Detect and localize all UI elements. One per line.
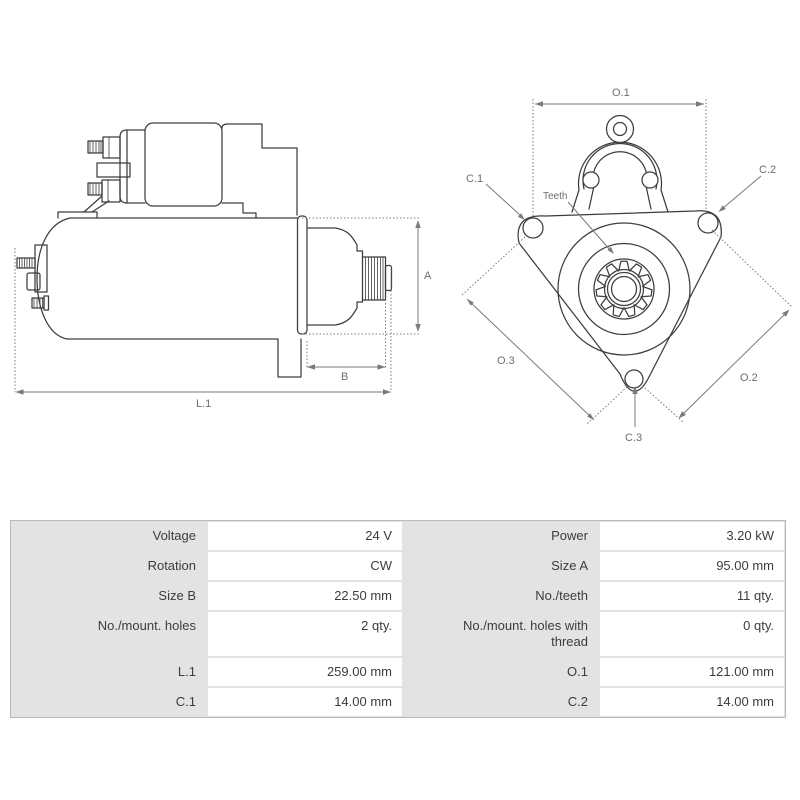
spec-value-mount-holes-threaded: 0 qty. [599,611,785,657]
spec-label-voltage: Voltage [11,521,207,551]
spec-value-o1: 121.00 mm [599,657,785,687]
dimension-label-l1: L.1 [196,398,211,410]
dimension-label-c1: C.1 [466,173,483,185]
starter-side-view: A B L.1 [14,122,432,410]
spec-label-size-a: Size A [403,551,599,581]
spec-label-mount-holes-threaded: No./mount. holes with thread [403,611,599,657]
spec-value-c1: 14.00 mm [207,687,403,717]
spec-table: Voltage 24 V Power 3.20 kW Rotation CW S… [10,520,786,718]
spec-label-c2: C.2 [403,687,599,717]
dimension-o3: O.3 [460,236,628,425]
technical-drawing: A B L.1 [14,87,793,444]
spec-value-power: 3.20 kW [599,521,785,551]
dimension-label-teeth: Teeth [543,191,567,202]
spec-value-size-a: 95.00 mm [599,551,785,581]
pinion-gear [361,256,393,301]
spec-label-o1: O.1 [403,657,599,687]
dimension-l1: L.1 [14,248,392,410]
spec-value-voltage: 24 V [207,521,403,551]
dimension-label-c3: C.3 [625,432,642,444]
spec-label-teeth-count: No./teeth [403,581,599,611]
spec-label-l1: L.1 [11,657,207,687]
spec-value-mount-holes: 2 qty. [207,611,403,657]
spec-value-teeth-count: 11 qty. [599,581,785,611]
dimension-label-b: B [341,371,348,383]
dimension-label-c2: C.2 [759,164,776,176]
spec-value-rotation: CW [207,551,403,581]
spec-value-l1: 259.00 mm [207,657,403,687]
dimension-label-o2: O.2 [740,372,758,384]
dimension-b: B [306,303,386,383]
solenoid [87,122,223,207]
drive-housing [306,227,364,258]
label-c3: C.3 [625,386,642,444]
pinion-teeth-front [595,260,653,318]
label-c1: C.1 [466,173,525,220]
starter-front-view: O.1 C.1 C.2 C.3 [460,87,793,444]
dimension-label-o1: O.1 [612,87,630,99]
spec-label-mount-holes: No./mount. holes [11,611,207,657]
dimension-label-o3: O.3 [497,355,515,367]
mounting-bracket [221,123,298,216]
spec-value-c2: 14.00 mm [599,687,785,717]
spec-label-power: Power [403,521,599,551]
dimension-a: A [302,217,432,335]
dimension-label-a: A [424,270,432,282]
motor-body [36,217,298,340]
mount-hole-c3 [624,369,644,389]
dimension-o1: O.1 [532,87,707,218]
label-c2: C.2 [718,164,776,212]
spec-value-size-b: 22.50 mm [207,581,403,611]
mount-hole-c2 [697,212,719,234]
label-teeth: Teeth [543,191,614,254]
spec-label-c1: C.1 [11,687,207,717]
battery-terminals [16,244,50,311]
spec-label-size-b: Size B [11,581,207,611]
spec-label-rotation: Rotation [11,551,207,581]
bearing-boss [557,222,691,356]
top-yoke [571,114,669,213]
flange-band [296,215,308,335]
mount-hole-c1 [522,217,544,239]
dimension-o2: O.2 [644,229,793,423]
